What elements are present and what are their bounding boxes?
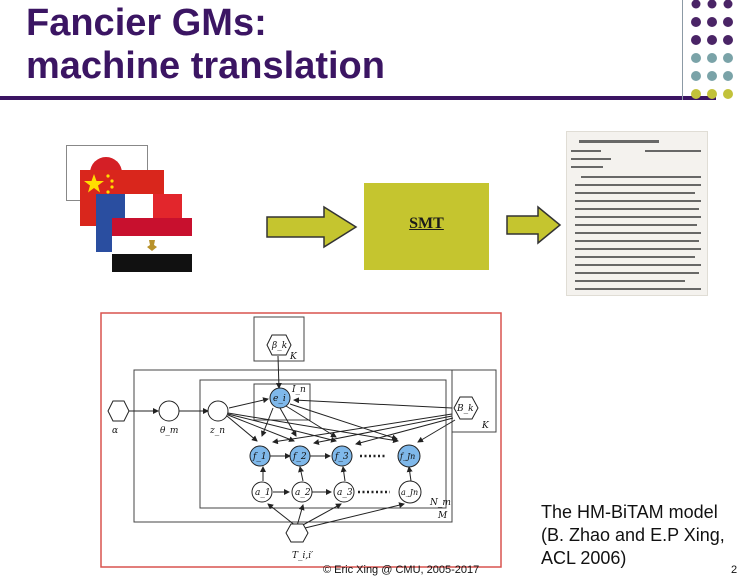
f1-label: f_1 xyxy=(252,452,267,462)
a2-label: a_2 xyxy=(295,488,311,498)
title-underline-rule xyxy=(0,96,716,100)
T-label: T_i,i′ xyxy=(292,551,313,561)
a3-node xyxy=(333,481,355,503)
f3-label: f_3 xyxy=(334,452,349,462)
model-caption: The HM-BiTAM model (B. Zhao and E.P Xing… xyxy=(541,501,725,570)
a1-label: a_1 xyxy=(255,488,271,498)
caption-line-1: The HM-BiTAM model xyxy=(541,502,718,522)
B-label: B_k xyxy=(456,404,474,414)
aJ-node xyxy=(398,480,422,504)
beta-label: β_k xyxy=(271,341,287,351)
plate-K-right xyxy=(451,369,497,433)
z-node xyxy=(207,400,229,422)
decorative-vertical-rule xyxy=(682,0,683,100)
page-number: 2 xyxy=(731,564,738,576)
alpha-label: α xyxy=(112,426,118,436)
e-node xyxy=(269,387,291,409)
theta-label: θ_m xyxy=(160,426,178,436)
fJ-node xyxy=(397,444,421,468)
a3-label: a_3 xyxy=(337,488,353,498)
smt-box xyxy=(364,183,489,270)
caption-line-2: (B. Zhao and E.P Xing, xyxy=(541,525,725,545)
f2-node xyxy=(289,445,311,467)
a1-node xyxy=(251,481,273,503)
f2-label: f_2 xyxy=(292,452,307,462)
e-label: e_i xyxy=(273,394,286,404)
a2-node xyxy=(291,481,313,503)
B-node xyxy=(453,396,479,420)
slide-title: Fancier GMs: machine translation xyxy=(26,2,385,88)
slide-footer: © Eric Xing @ CMU, 2005-2017 xyxy=(323,564,480,576)
smt-label: SMT xyxy=(409,215,444,232)
title-line-2: machine translation xyxy=(26,45,385,87)
K-top-label: K xyxy=(289,352,298,362)
decorative-dot-grid xyxy=(691,0,733,99)
T-node xyxy=(285,523,309,543)
beta-node xyxy=(266,334,292,356)
alpha-node xyxy=(107,400,130,422)
input-arrow-icon xyxy=(266,205,358,249)
K-right-label: K xyxy=(481,421,490,431)
theta-node xyxy=(158,400,180,422)
z-label: z_n xyxy=(209,426,225,436)
output-arrow-icon xyxy=(506,205,562,245)
I-label: I_n xyxy=(291,385,306,395)
telegram-document-image xyxy=(566,131,708,296)
f1-node xyxy=(249,445,271,467)
caption-line-3: ACL 2006) xyxy=(541,548,627,568)
M-label: M xyxy=(437,511,448,521)
f3-node xyxy=(331,445,353,467)
aJ-label: a_Jn xyxy=(401,488,418,497)
plate-M xyxy=(133,369,453,523)
N-label: N_m xyxy=(429,498,451,508)
egypt-flag-icon xyxy=(112,218,192,272)
title-line-1: Fancier GMs: xyxy=(26,2,267,44)
hm-bitam-graphical-model: β_k K α θ_m z_n e_i I_n B_k K f_1 f_2 f_… xyxy=(100,312,502,568)
plate-K-top xyxy=(253,316,305,362)
fJ-label: f_Jn xyxy=(399,452,415,461)
plate-N xyxy=(199,379,447,509)
